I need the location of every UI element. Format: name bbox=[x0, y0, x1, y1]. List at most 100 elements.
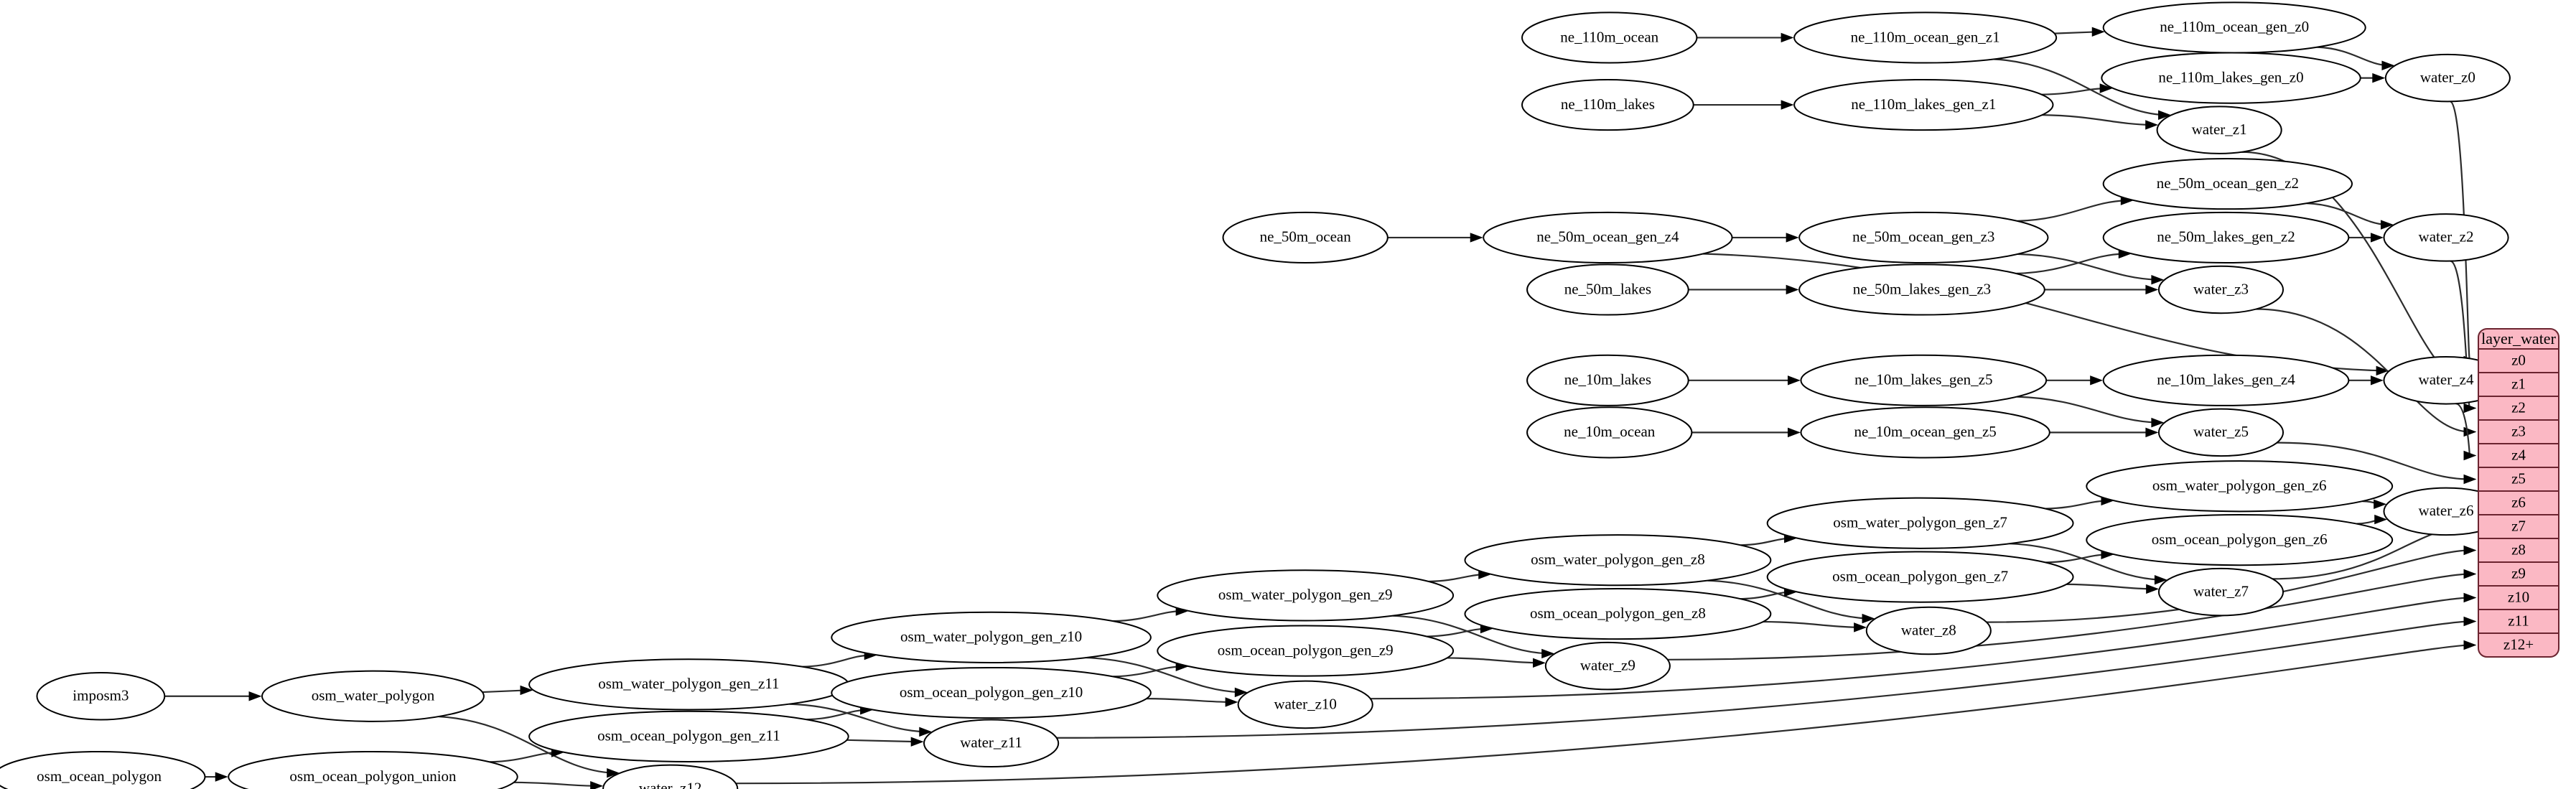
node-shape bbox=[1222, 211, 1389, 264]
node-label: water_z5 bbox=[2193, 423, 2249, 440]
graph-edge bbox=[489, 751, 558, 763]
edge-arrowhead bbox=[2463, 474, 2477, 485]
edge-arrowhead bbox=[2463, 545, 2477, 556]
graph-node-ne_50m_ocean_gen_z4[interactable]: ne_50m_ocean_gen_z4 bbox=[1483, 211, 1733, 264]
graph-node-ne_10m_ocean[interactable]: ne_10m_ocean bbox=[1526, 406, 1693, 459]
graph-node-water_z4[interactable]: water_z4 bbox=[2383, 356, 2509, 405]
layer-water-table[interactable]: layer_waterz0z1z2z3z4z5z6z7z8z9z10z11z12… bbox=[2478, 328, 2559, 658]
graph-node-osm_ocean_polygon_union[interactable]: osm_ocean_polygon_union bbox=[228, 750, 518, 789]
node-shape bbox=[923, 719, 1060, 768]
graph-edge bbox=[2009, 543, 2161, 581]
layer-water-row-z3[interactable]: z3 bbox=[2478, 419, 2559, 439]
graph-node-water_z0[interactable]: water_z0 bbox=[2384, 53, 2511, 103]
edge-arrowhead bbox=[1862, 613, 1875, 624]
edge-arrowhead bbox=[2463, 616, 2477, 627]
graph-node-osm_water_polygon_gen_z7[interactable]: osm_water_polygon_gen_z7 bbox=[1766, 497, 2074, 549]
layer-water-row-z8[interactable]: z8 bbox=[2478, 538, 2559, 558]
graph-node-osm_water_polygon_gen_z8[interactable]: osm_water_polygon_gen_z8 bbox=[1464, 534, 1772, 587]
graph-node-osm_ocean_polygon_gen_z8[interactable]: osm_ocean_polygon_gen_z8 bbox=[1464, 587, 1772, 640]
node-shape bbox=[228, 750, 518, 789]
graph-node-water_z12[interactable]: water_z12 bbox=[602, 764, 739, 789]
graph-node-osm_ocean_polygon_gen_z10[interactable]: osm_ocean_polygon_gen_z10 bbox=[831, 666, 1152, 719]
graph-node-osm_ocean_polygon_gen_z6[interactable]: osm_ocean_polygon_gen_z6 bbox=[2086, 514, 2394, 566]
graph-node-water_z2[interactable]: water_z2 bbox=[2383, 213, 2509, 262]
graph-node-water_z6[interactable]: water_z6 bbox=[2383, 487, 2509, 536]
graph-node-osm_ocean_polygon_gen_z11[interactable]: osm_ocean_polygon_gen_z11 bbox=[528, 710, 849, 763]
layer-water-row-z2[interactable]: z2 bbox=[2478, 396, 2559, 416]
graph-edge bbox=[806, 709, 867, 721]
graph-node-osm_water_polygon_gen_z9[interactable]: osm_water_polygon_gen_z9 bbox=[1157, 569, 1455, 622]
node-shape bbox=[1464, 534, 1772, 587]
layer-water-row-z9[interactable]: z9 bbox=[2478, 561, 2559, 582]
node-label: water_z11 bbox=[960, 734, 1022, 751]
layer-water-row-z4[interactable]: z4 bbox=[2478, 443, 2559, 463]
edge-arrowhead bbox=[1225, 697, 1238, 707]
graph-node-ne_110m_ocean_gen_z1[interactable]: ne_110m_ocean_gen_z1 bbox=[1793, 11, 2058, 64]
graph-node-ne_50m_ocean_gen_z2[interactable]: ne_50m_ocean_gen_z2 bbox=[2102, 157, 2353, 210]
graph-node-ne_110m_lakes[interactable]: ne_110m_lakes bbox=[1521, 78, 1694, 131]
graph-node-osm_ocean_polygon[interactable]: osm_ocean_polygon bbox=[0, 750, 206, 789]
graph-node-osm_ocean_polygon_gen_z9[interactable]: osm_ocean_polygon_gen_z9 bbox=[1157, 625, 1455, 677]
node-shape bbox=[1798, 211, 2049, 264]
graph-edge bbox=[1113, 666, 1182, 678]
graph-node-water_z5[interactable]: water_z5 bbox=[2157, 408, 2285, 457]
graph-node-ne_50m_lakes_gen_z2[interactable]: ne_50m_lakes_gen_z2 bbox=[2102, 211, 2350, 264]
graph-node-water_z7[interactable]: water_z7 bbox=[2157, 567, 2285, 617]
layer-water-row-z1[interactable]: z1 bbox=[2478, 372, 2559, 392]
graph-node-water_z11[interactable]: water_z11 bbox=[923, 719, 1060, 768]
graph-node-osm_water_polygon[interactable]: osm_water_polygon bbox=[261, 670, 485, 722]
graph-edge bbox=[438, 715, 613, 774]
edge-arrowhead bbox=[1533, 658, 1546, 668]
graph-edge bbox=[1056, 620, 2470, 739]
layer-water-row-z5[interactable]: z5 bbox=[2478, 467, 2559, 487]
graph-edge bbox=[1370, 597, 2470, 700]
graph-node-ne_110m_ocean_gen_z0[interactable]: ne_110m_ocean_gen_z0 bbox=[2102, 1, 2366, 54]
node-shape bbox=[1793, 11, 2058, 64]
graph-edge bbox=[2066, 583, 2152, 590]
graph-node-water_z1[interactable]: water_z1 bbox=[2156, 106, 2282, 154]
graph-node-ne_50m_lakes[interactable]: ne_50m_lakes bbox=[1526, 263, 1689, 316]
edge-arrowhead bbox=[2151, 417, 2165, 428]
graph-edge bbox=[1113, 610, 1182, 622]
layer-water-row-z6[interactable]: z6 bbox=[2478, 490, 2559, 510]
graph-node-imposm3[interactable]: imposm3 bbox=[36, 671, 166, 721]
graph-node-ne_110m_lakes_gen_z1[interactable]: ne_110m_lakes_gen_z1 bbox=[1793, 78, 2054, 131]
graph-node-ne_110m_ocean[interactable]: ne_110m_ocean bbox=[1521, 11, 1698, 64]
graph-node-osm_water_polygon_gen_z6[interactable]: osm_water_polygon_gen_z6 bbox=[2086, 460, 2394, 513]
layer-water-row-z11[interactable]: z11 bbox=[2478, 609, 2559, 629]
edge-arrowhead bbox=[215, 772, 228, 782]
graph-node-ne_110m_lakes_gen_z0[interactable]: ne_110m_lakes_gen_z0 bbox=[2101, 52, 2361, 104]
graph-node-ne_50m_ocean_gen_z3[interactable]: ne_50m_ocean_gen_z3 bbox=[1798, 211, 2049, 264]
layer-water-row-z0[interactable]: z0 bbox=[2478, 348, 2559, 368]
graph-edge bbox=[482, 689, 527, 694]
graph-node-osm_water_polygon_gen_z11[interactable]: osm_water_polygon_gen_z11 bbox=[528, 658, 849, 711]
node-shape bbox=[1483, 211, 1733, 264]
graph-node-ne_50m_ocean[interactable]: ne_50m_ocean bbox=[1222, 211, 1389, 264]
graph-node-water_z9[interactable]: water_z9 bbox=[1544, 641, 1671, 691]
graph-node-osm_ocean_polygon_gen_z7[interactable]: osm_ocean_polygon_gen_z7 bbox=[1766, 551, 2074, 603]
layer-water-row-z10[interactable]: z10 bbox=[2478, 585, 2559, 605]
graph-node-ne_10m_lakes[interactable]: ne_10m_lakes bbox=[1526, 354, 1689, 406]
graph-node-water_z10[interactable]: water_z10 bbox=[1237, 680, 1373, 729]
node-shape bbox=[602, 764, 739, 789]
graph-node-osm_water_polygon_gen_z10[interactable]: osm_water_polygon_gen_z10 bbox=[831, 611, 1152, 663]
node-shape bbox=[2157, 567, 2285, 617]
node-shape bbox=[2383, 213, 2509, 262]
edge-arrowhead bbox=[1470, 233, 1483, 243]
graph-edge bbox=[802, 654, 871, 668]
node-label: water_z7 bbox=[2193, 582, 2249, 599]
graph-node-ne_50m_lakes_gen_z3[interactable]: ne_50m_lakes_gen_z3 bbox=[1798, 263, 2045, 316]
graph-edge bbox=[1392, 615, 1548, 655]
graph-node-ne_10m_ocean_gen_z5[interactable]: ne_10m_ocean_gen_z5 bbox=[1800, 406, 2050, 459]
layer-water-row-z7[interactable]: z7 bbox=[2478, 514, 2559, 534]
layer-water-row-z12+[interactable]: z12+ bbox=[2478, 632, 2559, 653]
graph-node-ne_10m_lakes_gen_z5[interactable]: ne_10m_lakes_gen_z5 bbox=[1800, 354, 2048, 406]
graph-node-water_z8[interactable]: water_z8 bbox=[1865, 606, 1992, 655]
edge-arrowhead bbox=[1786, 233, 1799, 243]
row-label: z2 bbox=[2511, 398, 2526, 416]
node-shape bbox=[1798, 263, 2045, 316]
graph-node-water_z3[interactable]: water_z3 bbox=[2157, 265, 2285, 314]
graph-node-ne_10m_lakes_gen_z4[interactable]: ne_10m_lakes_gen_z4 bbox=[2102, 354, 2350, 406]
node-label: ne_50m_ocean_gen_z3 bbox=[1852, 228, 1994, 246]
